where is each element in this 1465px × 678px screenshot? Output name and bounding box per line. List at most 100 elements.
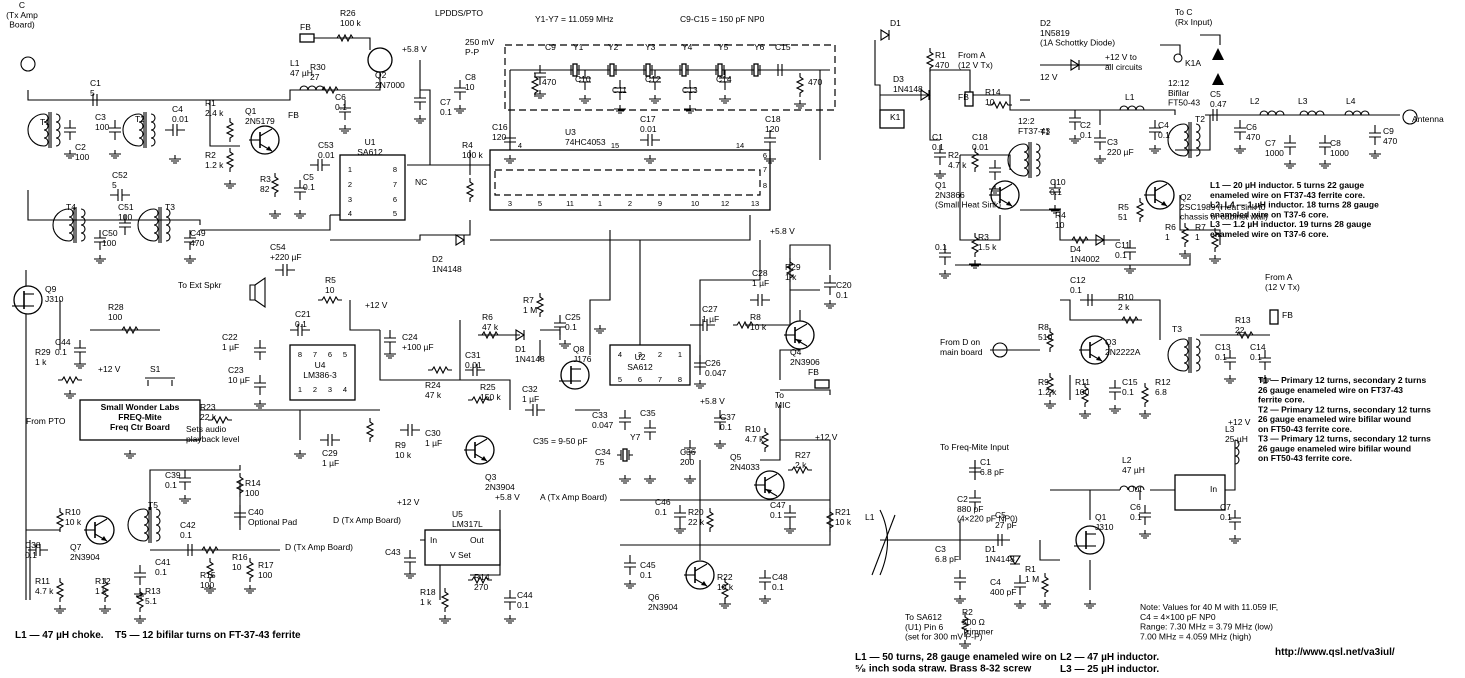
label-line: 0.1	[772, 582, 784, 592]
resistor-symbol	[205, 558, 215, 582]
resistor-symbol	[270, 173, 280, 197]
inductor-symbol	[68, 208, 74, 242]
schematic-stroke	[300, 37, 371, 50]
part-label: T3	[165, 202, 175, 212]
capacitor-symbol	[1234, 120, 1246, 140]
schematic-stroke	[1161, 201, 1167, 206]
schematic-stroke	[960, 154, 1011, 170]
ground-symbol	[784, 525, 796, 534]
label-line: C5	[1210, 89, 1221, 99]
label-line: T1	[40, 117, 50, 127]
label-line: Y1	[573, 42, 584, 52]
label-line: C37	[720, 412, 736, 422]
resistor-symbol	[1080, 383, 1090, 407]
label-line: 470	[1383, 136, 1397, 146]
capacitor-symbol	[294, 180, 306, 200]
crystal-symbol	[640, 65, 656, 75]
inductor-symbol	[1299, 110, 1325, 116]
ground-symbol	[54, 605, 66, 614]
label-line: +5.8 V	[770, 226, 795, 236]
schematic-stroke	[122, 113, 140, 147]
label-line: Y5	[718, 42, 729, 52]
label-line: R11	[35, 576, 50, 586]
ground-symbol	[294, 210, 306, 219]
label-line: 470	[1246, 132, 1260, 142]
part-label: L2	[1250, 96, 1260, 106]
schematic-stroke	[622, 448, 628, 462]
crystal-symbol	[748, 65, 764, 75]
ground-symbol	[99, 605, 111, 614]
part-label: +12 V	[397, 497, 420, 507]
label-line: R16	[232, 552, 248, 562]
schematic-stroke	[1154, 183, 1168, 192]
schematic-stroke	[94, 518, 108, 527]
label-line: Note: Values for 40 M with 11.059 IF,	[1140, 602, 1278, 612]
label-line: 0.1	[935, 242, 947, 252]
label-line: 22 k	[688, 517, 705, 527]
label-line: LM386-3	[303, 370, 337, 380]
schematic-stroke	[1100, 109, 1176, 115]
label-line: 2N5179	[245, 116, 275, 126]
ground-symbol	[1209, 255, 1221, 264]
label-line: +12 V	[365, 300, 388, 310]
capacitor-symbol	[989, 160, 1001, 180]
resistor-symbol	[198, 545, 222, 555]
u3-chip	[489, 149, 771, 211]
crystal-symbol	[567, 65, 583, 75]
capacitor-symbol	[1049, 180, 1061, 200]
ground-symbol	[64, 150, 76, 159]
label-line: 2N4033	[730, 462, 760, 472]
label-line: 1 µF	[222, 342, 239, 352]
resistor-symbol	[795, 73, 805, 97]
part-label: +12 V	[98, 364, 121, 374]
label-line: R30	[310, 62, 326, 72]
label-line: J310	[45, 294, 64, 304]
label-line: 26 gauge enameled wire on FT37-43	[1258, 385, 1403, 395]
label-line: R8	[1038, 322, 1049, 332]
label-line: C51	[118, 202, 134, 212]
ground-symbol	[594, 325, 606, 334]
label-line: 10	[465, 82, 475, 92]
resistor-symbol	[100, 578, 110, 602]
label-line: 0.047	[705, 368, 727, 378]
label-line: R15	[200, 570, 216, 580]
ground-symbol	[1369, 150, 1381, 159]
part-label: K1A	[1185, 58, 1201, 68]
capacitor-symbol	[454, 80, 466, 100]
pin-number: 1	[348, 165, 352, 174]
label-line: 0.1	[640, 570, 652, 580]
capacitor-symbol	[640, 134, 660, 146]
input-connector	[992, 342, 1008, 358]
schematic-stroke	[609, 63, 615, 77]
label-line: on FT50-43 ferrite core.	[1258, 453, 1352, 463]
label-line: C48	[772, 572, 788, 582]
ground-symbol	[1139, 530, 1151, 539]
label-line: 6.8 pF	[980, 467, 1004, 477]
part-label: From A(12 V Tx)	[1265, 272, 1300, 292]
pin-number: 6	[638, 375, 642, 384]
part-label: C9	[545, 42, 556, 52]
label-line: Q5	[730, 452, 742, 462]
schematic-stroke	[874, 40, 881, 125]
capacitor-symbol	[764, 130, 776, 150]
label-line: 5	[90, 88, 95, 98]
pushbutton-s1[interactable]	[145, 377, 175, 386]
schematic-stroke	[959, 155, 1001, 241]
label-line: Sets audio	[186, 424, 226, 434]
capacitor-symbol	[969, 460, 981, 480]
crystal-symbol	[617, 450, 633, 460]
part-label: Out	[1128, 484, 1142, 494]
ground-symbol	[1259, 375, 1271, 384]
label-line: C1	[90, 78, 101, 88]
label-line: 500 Ω	[962, 617, 985, 627]
label-line: 0.1	[655, 507, 667, 517]
label-line: 10	[985, 97, 995, 107]
label-line: on FT50-43 ferrite core.	[1258, 424, 1352, 434]
resistor-symbol	[785, 258, 795, 282]
label-line: 2N3904	[648, 602, 678, 612]
label-line: L1	[290, 58, 300, 68]
